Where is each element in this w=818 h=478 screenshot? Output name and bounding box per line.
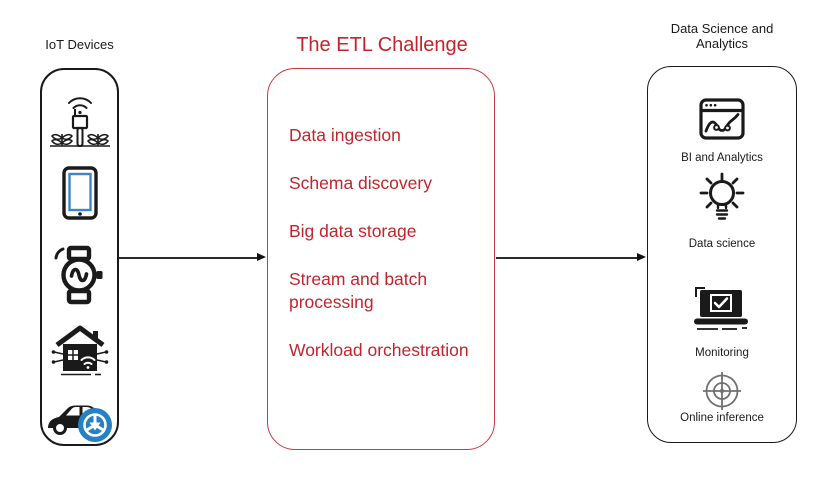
smart-home-icon (51, 322, 109, 376)
etl-item-schema-discovery: Schema discovery (289, 173, 432, 193)
bi-analytics-label: BI and Analytics (681, 152, 763, 164)
iot-devices-box (40, 68, 119, 446)
etl-item-workload-orchestration: Workload orchestration (289, 340, 469, 360)
etl-item-stream-batch: Stream and batch processing (289, 269, 428, 312)
etl-challenge-title: The ETL Challenge (296, 34, 468, 56)
etl-item-data-ingestion: Data ingestion (289, 125, 401, 145)
monitoring-label: Monitoring (695, 347, 749, 359)
online-inference-icon (700, 370, 744, 412)
monitoring-icon (690, 284, 754, 334)
tablet-icon (61, 166, 98, 220)
arrow-head (637, 253, 646, 262)
etl-items-list: Data ingestion Schema discovery Big data… (268, 124, 494, 362)
connected-car-icon (46, 392, 114, 444)
data-science-box: BI and Analytics Data science (647, 66, 797, 443)
smartwatch-icon (52, 245, 108, 305)
arrow-iot-to-etl (119, 253, 266, 263)
agriculture-sensor-icon (48, 90, 112, 152)
etl-item-big-data-storage: Big data storage (289, 221, 417, 241)
arrow-shaft (496, 257, 639, 259)
data-science-title: Data Science and Analytics (670, 21, 774, 51)
data-science-label: Data science (688, 238, 756, 250)
arrow-head (257, 253, 266, 262)
bi-analytics-icon (699, 98, 745, 140)
online-inference-label: Online inference (680, 412, 764, 424)
arrow-shaft (119, 257, 259, 259)
arrow-etl-to-analytics (496, 253, 646, 263)
etl-challenge-box: Data ingestion Schema discovery Big data… (267, 68, 495, 450)
iot-devices-title: IoT Devices (45, 37, 114, 52)
data-science-icon (699, 172, 745, 228)
